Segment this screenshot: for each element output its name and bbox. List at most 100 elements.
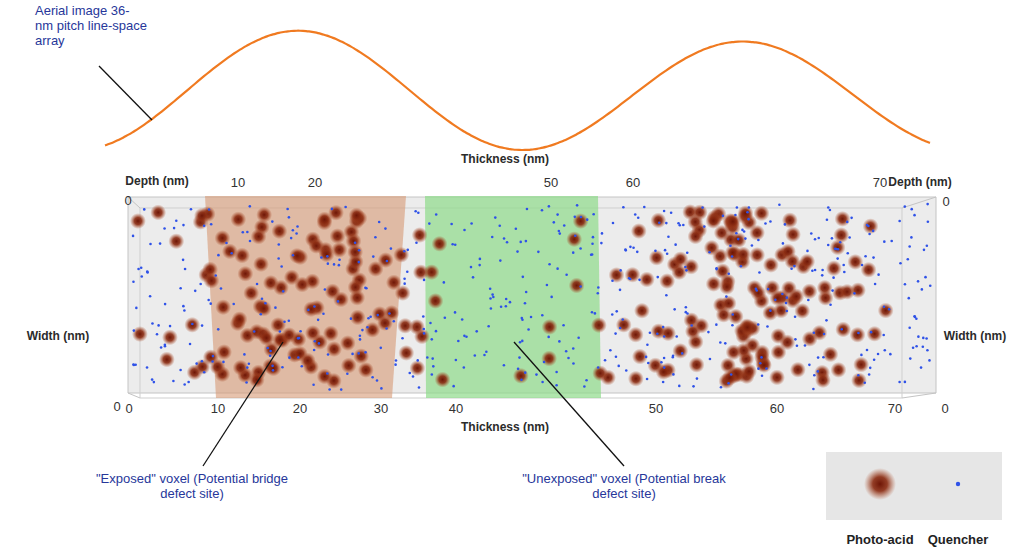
quencher <box>350 317 353 320</box>
photo-acid <box>251 229 267 245</box>
quencher <box>173 227 176 230</box>
quencher <box>384 227 387 230</box>
quencher <box>359 334 362 337</box>
quencher <box>298 337 301 340</box>
quencher <box>509 301 512 304</box>
quencher <box>638 279 641 282</box>
quencher <box>133 329 136 332</box>
quencher <box>863 382 866 385</box>
quencher <box>195 362 198 365</box>
quencher <box>520 378 523 381</box>
quencher <box>839 241 842 244</box>
quencher <box>662 326 665 329</box>
quencher <box>832 276 835 279</box>
quencher <box>912 346 915 349</box>
quencher-sample <box>938 464 978 504</box>
quencher <box>327 353 330 356</box>
photo-acid <box>704 240 720 256</box>
quencher <box>156 333 159 336</box>
quencher <box>520 317 523 320</box>
photo-acid <box>350 309 366 325</box>
quencher <box>300 365 303 368</box>
axis-title: Thickness (nm) <box>461 421 549 435</box>
quencher <box>149 295 152 298</box>
photo-acid <box>672 343 688 359</box>
quencher <box>908 245 911 248</box>
particle-cloud <box>130 203 932 391</box>
quencher <box>361 329 364 332</box>
tick-label: 60 <box>770 402 784 417</box>
quencher <box>673 308 676 311</box>
photo-acid <box>331 242 347 258</box>
quencher <box>444 316 447 319</box>
photo-acid <box>616 317 632 333</box>
photo-acid <box>689 357 705 373</box>
quencher <box>261 297 264 300</box>
photo-acid <box>542 319 558 335</box>
quencher <box>230 252 233 255</box>
quencher <box>548 205 551 208</box>
photo-acid <box>398 345 414 361</box>
quencher <box>923 249 926 252</box>
photo-acid <box>687 214 703 230</box>
quencher <box>647 362 650 365</box>
photo-acid <box>265 360 281 376</box>
photo-acid <box>659 273 675 289</box>
quencher <box>385 327 388 330</box>
quencher <box>558 232 561 235</box>
quencher <box>740 265 743 268</box>
quencher <box>665 294 668 297</box>
quencher <box>614 332 617 335</box>
quencher <box>499 259 502 262</box>
quencher <box>813 331 816 334</box>
quencher <box>212 355 215 358</box>
quencher <box>869 367 872 370</box>
photo-acid <box>194 208 210 224</box>
quencher <box>751 244 754 247</box>
quencher <box>470 266 473 269</box>
quencher <box>769 220 772 223</box>
photo-acid <box>397 318 413 334</box>
axis-title: Thickness (nm) <box>461 153 549 167</box>
quencher <box>703 225 706 228</box>
quencher <box>735 232 738 235</box>
quencher <box>435 330 438 333</box>
quencher <box>654 250 657 253</box>
quencher <box>479 258 482 261</box>
quencher <box>868 233 871 236</box>
quencher <box>516 250 519 253</box>
quencher <box>388 312 391 315</box>
quencher <box>354 241 357 244</box>
callout-text: "Exposed" voxel (Potential bridge defect… <box>92 472 292 502</box>
tick-label: 20 <box>293 402 307 417</box>
quencher <box>530 316 533 319</box>
quencher <box>741 229 744 232</box>
quencher <box>715 323 718 326</box>
quencher <box>690 324 693 327</box>
quencher <box>848 236 851 239</box>
quencher <box>431 373 434 376</box>
quencher <box>199 283 202 286</box>
quencher <box>785 302 788 305</box>
photo-acid <box>628 371 644 387</box>
quencher <box>430 338 433 341</box>
tick-label: 50 <box>544 176 558 191</box>
quencher <box>692 385 695 388</box>
quencher <box>731 324 734 327</box>
quencher <box>696 377 699 380</box>
quencher <box>426 356 429 359</box>
quencher <box>232 303 235 306</box>
quencher <box>846 252 849 255</box>
callout-text: "Unexposed" voxel (Potential break defec… <box>519 472 729 502</box>
quencher <box>351 353 354 356</box>
quencher <box>274 306 277 309</box>
quencher <box>358 249 361 252</box>
quencher <box>333 263 336 266</box>
quencher <box>785 296 788 299</box>
quencher <box>622 206 625 209</box>
quencher <box>164 303 167 306</box>
photo-acid <box>863 218 879 234</box>
volume-edge <box>128 393 140 398</box>
quencher <box>271 220 274 223</box>
axis-title: Width (nm) <box>944 330 1007 344</box>
